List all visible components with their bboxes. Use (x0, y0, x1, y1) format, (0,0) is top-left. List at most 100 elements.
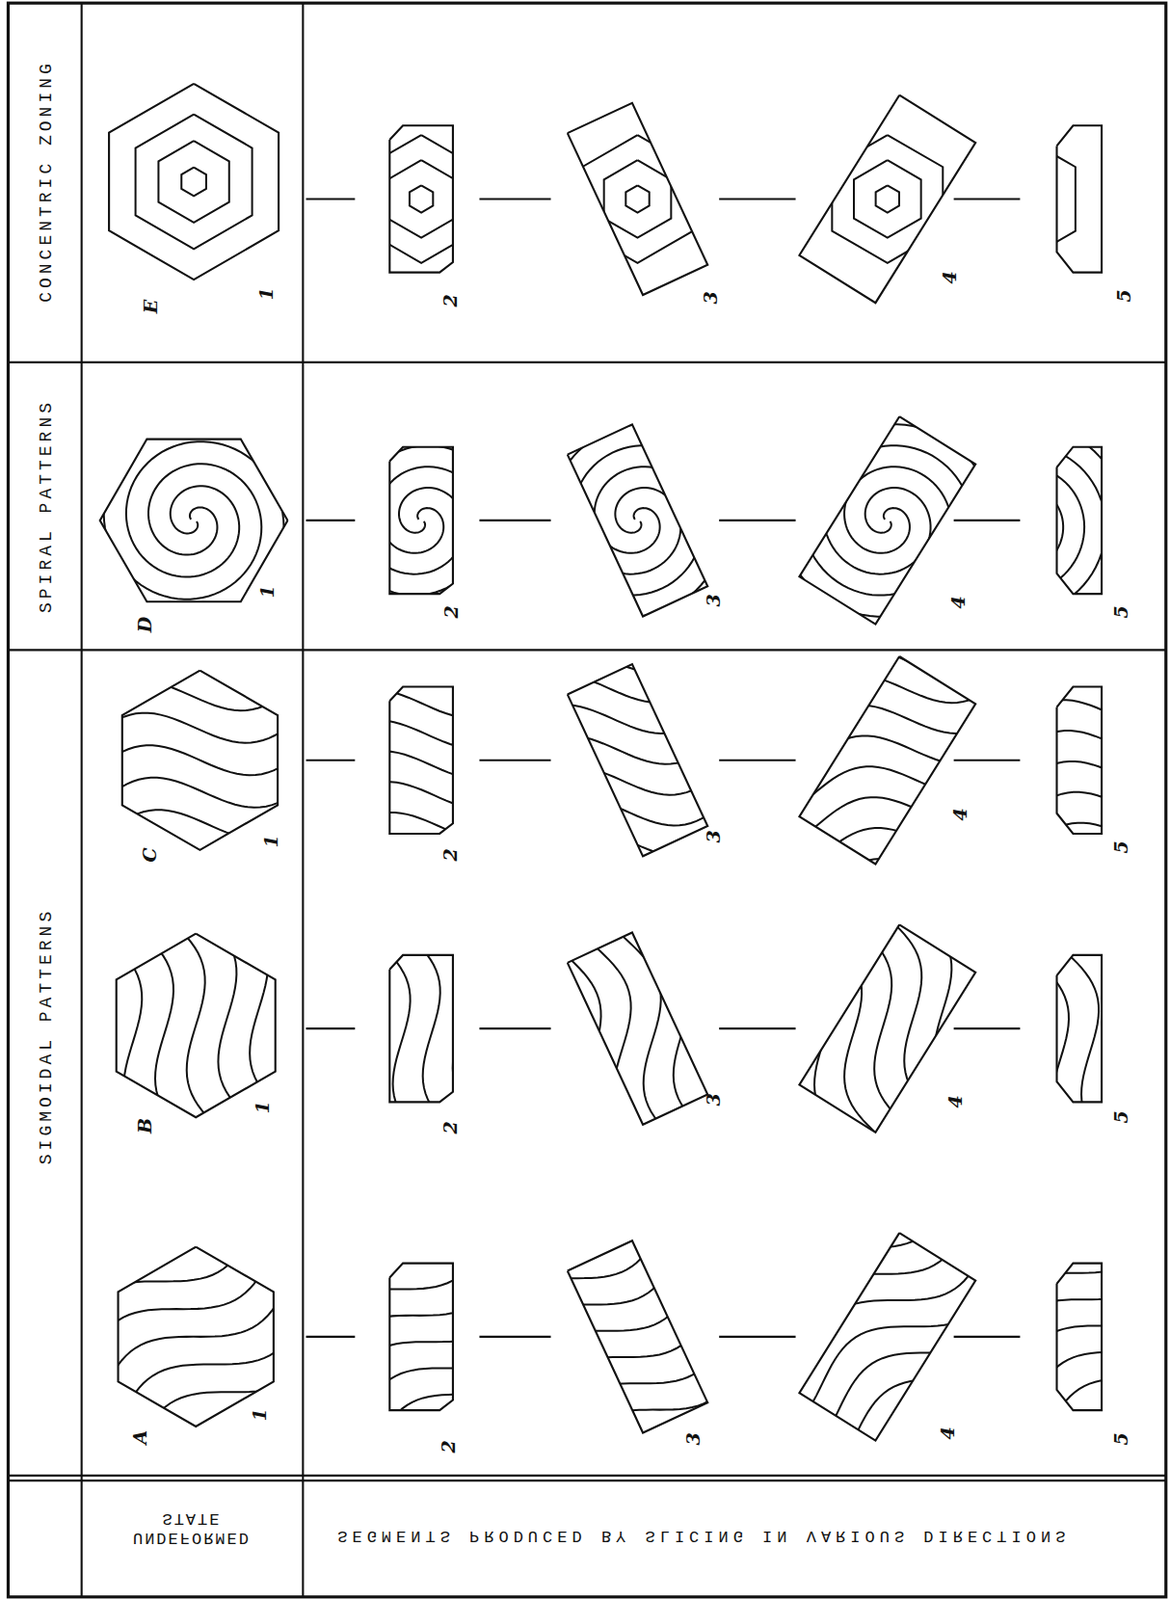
callout-letter: 2 (441, 606, 463, 619)
crystal-outline (567, 1240, 708, 1433)
callout-letter: 5 (1115, 289, 1137, 302)
pattern-line (588, 887, 715, 1192)
dash-connector (954, 759, 1021, 762)
pattern-line (972, 824, 1170, 912)
dash-connector (718, 519, 796, 522)
pattern-line (188, 928, 315, 1232)
pattern-line (66, 880, 199, 1201)
pattern-line (487, 921, 804, 1010)
crystal-segment (379, 847, 865, 1248)
crystal-outline (567, 932, 708, 1125)
pattern-line (1008, 1275, 1170, 1484)
pattern-line (253, 1159, 507, 1368)
callout-letter: 1 (261, 835, 283, 849)
pattern-line (80, 441, 284, 622)
pattern-line (319, 1264, 573, 1473)
pattern-line (913, 445, 1107, 616)
callout-letter: 2 (440, 1120, 462, 1134)
pattern-line (30, 714, 365, 806)
crystal-outline (389, 125, 453, 272)
pattern-line (398, 872, 524, 1176)
pattern-line (45, 811, 379, 904)
pattern-line (17, 617, 351, 710)
table-rule (7, 361, 1166, 364)
pattern-line (999, 824, 1125, 1128)
pattern-line (879, 856, 1006, 1161)
pattern-line (296, 905, 613, 994)
pattern-line (958, 1196, 1170, 1405)
pattern-line (977, 854, 1170, 943)
pattern-line (604, 159, 672, 238)
crystal-outline (122, 670, 278, 851)
table-rule (7, 648, 1166, 651)
pattern-line (548, 831, 674, 1136)
pattern-line (248, 911, 374, 1216)
pattern-line (452, 675, 770, 764)
table-rule (7, 1479, 1166, 1482)
pattern-line (760, 888, 886, 1193)
pattern-line (401, 1396, 656, 1600)
dash-connector (954, 1335, 1021, 1338)
pattern-line (991, 1249, 1170, 1458)
pattern-line (245, 537, 562, 626)
pattern-line (618, 878, 745, 1183)
crystal-outline (798, 416, 976, 624)
pattern-line (308, 896, 434, 1200)
pattern-line (224, 838, 357, 1159)
pattern-line (95, 1282, 363, 1503)
crystal-outline (1057, 955, 1103, 1102)
callout-letter: A (130, 1429, 152, 1444)
pattern-line (220, 1106, 475, 1315)
undeformed-crystal (80, 419, 306, 622)
pattern-line (773, 859, 1091, 948)
pattern-line (366, 134, 478, 264)
pattern-line (906, 930, 1033, 1234)
pattern-line (592, 1411, 847, 1600)
crystal-segment (933, 547, 1170, 1004)
pattern-line (959, 731, 1170, 820)
pattern-line (1090, 1406, 1170, 1600)
callout-letter: 3 (703, 1093, 725, 1107)
crystal-outline (1057, 686, 1103, 833)
pattern-line (558, 895, 685, 1199)
pattern-line (951, 670, 1170, 759)
pattern-line (129, 863, 262, 1184)
pattern-line (288, 844, 605, 932)
pattern-line (648, 871, 774, 1175)
pattern-line (483, 890, 800, 979)
callout-letter: C (139, 848, 161, 863)
callout-letter: D (134, 616, 157, 633)
crystal-segment (798, 95, 976, 303)
pattern-line (26, 1172, 293, 1393)
callout-letter: 1 (256, 287, 278, 300)
pattern-line (0, 905, 105, 1226)
dash-connector (718, 1335, 796, 1338)
pattern-line (461, 737, 778, 825)
pattern-line (968, 793, 1170, 881)
dash-connector (954, 519, 1021, 522)
pattern-drawings (0, 83, 1170, 1600)
pattern-line (385, 1369, 639, 1578)
pattern-line (319, 812, 452, 1133)
pattern-line (379, 943, 506, 1248)
crystal-outline (798, 1232, 976, 1440)
dash-connector (478, 197, 551, 200)
pattern-line (850, 864, 976, 1169)
row-heading: UNDEFORMED STATE (119, 1508, 265, 1546)
pattern-line (192, 847, 325, 1168)
pattern-line (387, 159, 455, 238)
pattern-line (757, 737, 1074, 825)
callout-letter: E (140, 298, 162, 313)
pattern-line (475, 828, 792, 917)
pattern-line (1029, 816, 1155, 1120)
row-heading: SEGMENTS PRODUCED BY SLICING IN VARIOUS … (337, 1526, 1070, 1546)
callout-letter: 3 (703, 829, 725, 843)
callout-letter: 5 (1111, 606, 1133, 619)
pattern-line (469, 919, 595, 1224)
pattern-line (969, 832, 1095, 1137)
undeformed-crystal (0, 812, 451, 1234)
pattern-line (335, 1291, 589, 1500)
pattern-line (104, 419, 307, 600)
crystal-outline (116, 933, 276, 1118)
